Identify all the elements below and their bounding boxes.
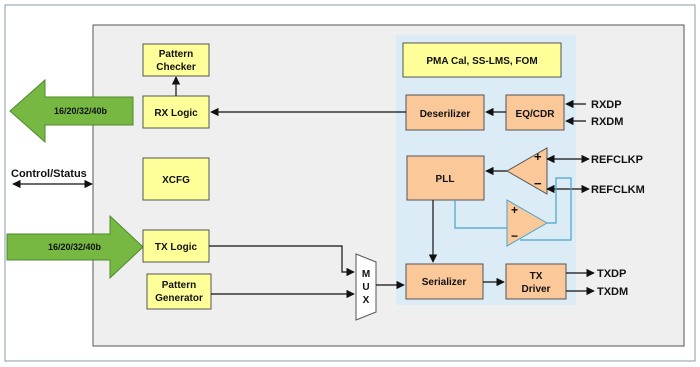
rx-logic-block: RX Logic bbox=[142, 95, 210, 129]
eq-cdr-block: EQ/CDR bbox=[505, 94, 565, 131]
svg-text:RX Logic: RX Logic bbox=[154, 108, 198, 119]
tx-driver-block: TX Driver bbox=[505, 263, 567, 300]
svg-text:EQ/CDR: EQ/CDR bbox=[516, 109, 556, 120]
svg-text:Deserilizer: Deserilizer bbox=[420, 109, 471, 120]
svg-text:Pattern: Pattern bbox=[162, 280, 196, 291]
pattern-generator-block: Pattern Generator bbox=[146, 273, 212, 310]
tx-bus-label: 16/20/32/40b bbox=[48, 242, 102, 252]
svg-text:Serializer: Serializer bbox=[422, 277, 467, 288]
svg-text:TX Logic: TX Logic bbox=[155, 242, 198, 253]
svg-text:Driver: Driver bbox=[522, 284, 551, 295]
rx-bus-arrow: 16/20/32/40b bbox=[9, 78, 134, 144]
svg-text:Pattern: Pattern bbox=[159, 49, 193, 60]
pll-block: PLL bbox=[406, 155, 485, 201]
svg-text:PLL: PLL bbox=[436, 174, 455, 185]
refclk-comparator: + − bbox=[505, 147, 548, 195]
txdp-label: TXDP bbox=[597, 268, 626, 280]
svg-text:TX: TX bbox=[530, 271, 543, 282]
svg-text:Generator: Generator bbox=[155, 293, 203, 304]
refclkm-label: REFCLKM bbox=[591, 184, 645, 196]
xcfg-block: XCFG bbox=[142, 157, 210, 201]
rxdm-label: RXDM bbox=[591, 116, 623, 128]
svg-text:M: M bbox=[362, 269, 370, 280]
svg-text:PMA Cal, SS-LMS, FOM: PMA Cal, SS-LMS, FOM bbox=[426, 56, 537, 67]
svg-text:−: − bbox=[534, 176, 542, 191]
svg-text:X: X bbox=[363, 295, 370, 306]
rxdp-label: RXDP bbox=[591, 99, 622, 111]
txdm-label: TXDM bbox=[597, 286, 628, 298]
mux-block: M U X bbox=[355, 253, 377, 321]
feedback-wires bbox=[454, 177, 572, 241]
tx-logic-block: TX Logic bbox=[142, 229, 210, 263]
pattern-checker-block: Pattern Checker bbox=[142, 43, 210, 77]
tx-bus-arrow: 16/20/32/40b bbox=[6, 214, 144, 280]
control-status-label: Control/Status bbox=[11, 168, 87, 180]
deserilizer-block: Deserilizer bbox=[405, 94, 485, 131]
svg-text:−: − bbox=[511, 229, 518, 243]
serializer-block: Serializer bbox=[405, 263, 484, 300]
svg-text:XCFG: XCFG bbox=[162, 175, 190, 186]
rx-bus-label: 16/20/32/40b bbox=[54, 106, 108, 116]
signal-wires bbox=[209, 99, 595, 299]
refclkp-label: REFCLKP bbox=[591, 154, 643, 166]
svg-text:U: U bbox=[362, 282, 369, 293]
feedback-amplifier: + − bbox=[506, 199, 549, 247]
pma-cal-block: PMA Cal, SS-LMS, FOM bbox=[402, 42, 562, 78]
svg-text:+: + bbox=[511, 203, 518, 217]
svg-text:Checker: Checker bbox=[156, 62, 196, 73]
svg-text:+: + bbox=[534, 149, 542, 164]
